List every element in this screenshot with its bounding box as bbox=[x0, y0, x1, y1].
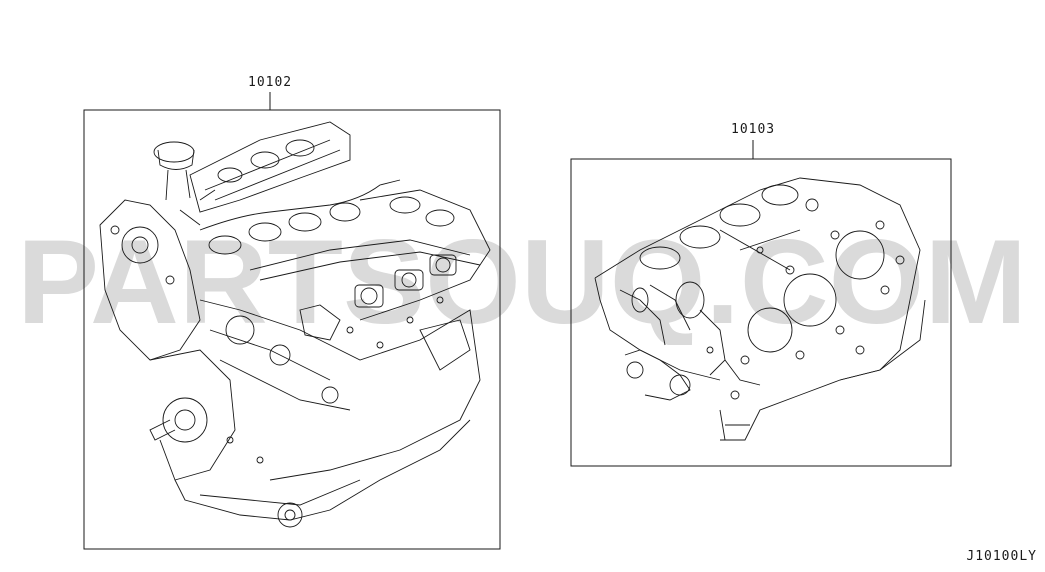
complete-engine-icon bbox=[100, 122, 490, 527]
part-frame-10103 bbox=[571, 159, 951, 466]
part-10102-group[interactable] bbox=[84, 92, 500, 549]
part-number-10103[interactable]: 10103 bbox=[731, 122, 776, 137]
part-frame-10102 bbox=[84, 110, 500, 549]
diagram-code: J10100LY bbox=[966, 549, 1037, 564]
short-block-icon bbox=[595, 178, 925, 440]
part-number-10102[interactable]: 10102 bbox=[248, 75, 293, 90]
part-10103-group[interactable] bbox=[571, 140, 951, 466]
